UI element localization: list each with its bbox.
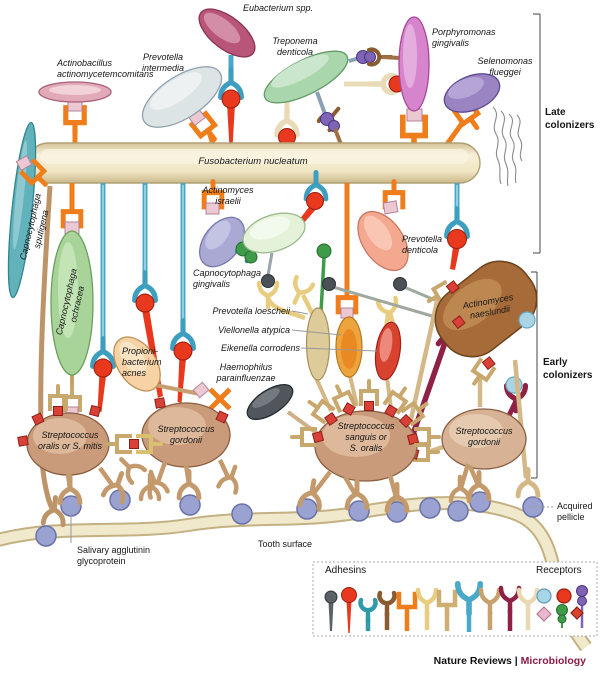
- yellow-fork-adhesin-icon: [418, 590, 436, 630]
- journal-footer: Nature Reviews | Microbiology: [434, 655, 586, 667]
- maroon-fork-adhesin-icon: [501, 588, 519, 631]
- organism-eubacterium: [198, 8, 256, 58]
- label-eubacterium: Eubacterium spp.: [243, 3, 314, 13]
- label-prevotella-denticola: Prevotella denticola: [402, 234, 443, 255]
- label-streptococcus-sanguis-oralis: Streptococcus sanguis or S. oralis: [337, 421, 395, 453]
- label-streptococcus-gordonii-right: Streptococcus gordonii: [455, 426, 513, 447]
- organism-capnocytophaga-ochracea: [50, 230, 94, 376]
- label-receptors-title: Receptors: [536, 565, 582, 576]
- label-eikenella-corrodens: Eikenella corrodens: [220, 343, 300, 353]
- organism-actinobacillus: [38, 81, 112, 103]
- journal-separator: |: [514, 655, 518, 667]
- label-propionibacterium-acnes: Propioni- bacterium acnes: [122, 346, 162, 378]
- label-porphyromonas-gingivalis: Porphyromonas gingivalis: [432, 27, 496, 48]
- organism-prevotella-intermedia: [141, 66, 223, 128]
- organism-treponema-denticola: [263, 50, 349, 104]
- label-salivary-agglutinin: Salivary agglutinin glycoprotein: [77, 545, 151, 566]
- organism-actinomyces-israelii: [242, 212, 306, 254]
- organism-eikenella-corrodens: [374, 321, 402, 381]
- label-actinobacillus: Actinobacillus actinomycetemcomitans: [57, 58, 154, 79]
- streptococcus-receptor-ring: [17, 379, 441, 454]
- organism-viellonella-atypica: [335, 316, 363, 378]
- green-double-ball-receptor-icon: [556, 604, 568, 628]
- label-tooth-surface: Tooth surface: [258, 539, 313, 549]
- journal-title: Microbiology: [520, 655, 586, 667]
- organism-propionibacterium-acnes: [113, 336, 161, 392]
- red-pin-adhesin-icon: [341, 587, 357, 633]
- organism-prevotella-loescheii: [305, 307, 331, 381]
- organism-porphyromonas-gingivalis: [398, 16, 430, 112]
- flagella: [492, 106, 523, 187]
- gray-pin-adhesin-icon: [324, 590, 338, 631]
- organism-prevotella-denticola: [357, 210, 409, 272]
- organism-capnocytophaga-gingivalis: [199, 216, 263, 268]
- label-prevotella-intermedia: Prevotella intermedia: [141, 52, 185, 73]
- brown-cup-adhesin-icon: [380, 593, 395, 630]
- organism-haemophilus-parainfluenzae: [246, 384, 294, 420]
- organism-streptococcus-sanguis-oralis: [314, 410, 418, 482]
- early-colonizers-bracket: [531, 271, 538, 479]
- orange-bracket-adhesin-icon: [399, 594, 415, 631]
- red-circle-receptor-icon: [556, 588, 572, 604]
- label-viellonella-atypica: Viellonella atypica: [218, 325, 290, 335]
- pink-diamond-receptor-icon: [536, 606, 552, 622]
- label-selenomonas-flueggei: Selenomonas flueggei: [477, 56, 533, 77]
- label-streptococcus-gordonii-left: Streptococcus gordonii: [157, 424, 215, 445]
- label-acquired-pellicle: Acquired pellicle: [557, 501, 593, 522]
- label-capnocytophaga-gingivalis: Capnocytophaga gingivalis: [193, 268, 262, 289]
- label-treponema-denticola: Treponema denticola: [272, 36, 318, 57]
- organism-streptococcus-gordonii-right: [441, 408, 527, 470]
- purple-double-ball-receptor-icon: [576, 585, 588, 628]
- red-diamond-receptor-icon: [570, 606, 584, 620]
- blue-fork-adhesin-icon: [458, 584, 481, 632]
- tan-fork-adhesin-icon: [481, 590, 499, 630]
- label-adhesins-title: Adhesins: [325, 565, 367, 576]
- organism-selenomonas-flueggei: [443, 73, 501, 113]
- tan-bracket-fork-adhesin-icon: [439, 592, 455, 631]
- label-streptococcus-oralis-mitis: Streptococcus oralis or S. mitis: [37, 430, 103, 451]
- journal-name: Nature Reviews: [433, 655, 512, 667]
- label-prevotella-loescheii: Prevotella loescheii: [212, 306, 290, 316]
- streptococcus-pellicle-forks: [43, 453, 538, 525]
- label-late-colonizers: Late colonizers: [545, 107, 595, 131]
- organism-fusobacterium-nucleatum: [27, 142, 481, 184]
- organism-capnocytophaga-sputigena: [7, 121, 51, 299]
- cream-fork-adhesin-icon: [519, 590, 537, 630]
- light-blue-circle-receptor-icon: [536, 588, 552, 604]
- early-colonizer-stalks: [38, 182, 468, 512]
- organism-streptococcus-oralis-mitis: [26, 412, 110, 476]
- late-colonizers-bracket: [533, 13, 541, 254]
- label-early-colonizers: Early colonizers: [543, 357, 593, 381]
- teal-cup-adhesin-icon: [361, 600, 376, 631]
- legend-box: [312, 561, 598, 637]
- label-actinomyces-israelii: Actinomyces israelii: [202, 185, 254, 206]
- organism-actinomyces-naeslundii: [434, 260, 538, 371]
- label-fusobacterium-nucleatum: Fusobacterium nucleatum: [198, 156, 308, 167]
- leader-lines: [70, 310, 554, 543]
- label-haemophilus-parainfluenzae: Haemophilus parainfluenzae: [216, 362, 276, 383]
- pellicle-receptor-balls: [35, 489, 544, 547]
